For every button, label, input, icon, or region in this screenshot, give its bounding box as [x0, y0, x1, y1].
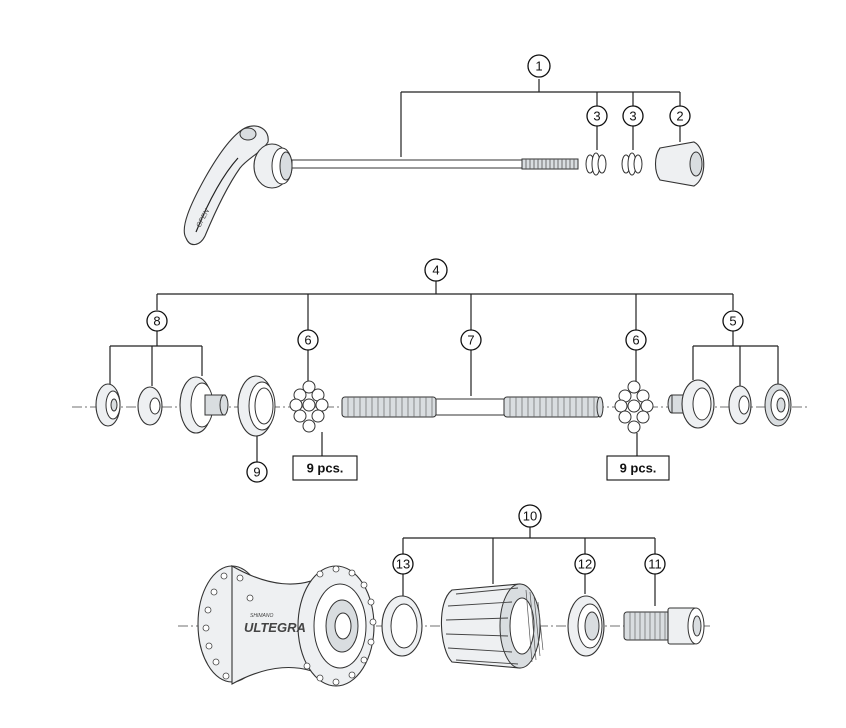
- brand-large-text: ULTEGRA: [244, 620, 306, 635]
- left-dust-seal: [237, 375, 276, 437]
- left-cone: [179, 376, 229, 434]
- callout-13: 13: [392, 553, 414, 575]
- callout-7: 7: [460, 329, 482, 351]
- svg-text:13: 13: [396, 557, 410, 572]
- freehub-spacer: [381, 595, 423, 657]
- callout-3-left: 3: [586, 105, 608, 127]
- svg-text:1: 1: [535, 59, 542, 74]
- callout-11: 11: [644, 553, 666, 575]
- svg-text:2: 2: [676, 109, 683, 124]
- left-locknut: [95, 383, 121, 427]
- axle-threads: [347, 397, 595, 417]
- svg-text:8: 8: [153, 314, 160, 329]
- left-ball-bearings: [289, 380, 329, 433]
- bracket-5: [692, 331, 779, 386]
- hub-shell: SHIMANO ULTEGRA: [197, 565, 377, 687]
- callout-5: 5: [722, 310, 744, 332]
- right-ball-bearings: [614, 380, 654, 434]
- svg-text:5: 5: [729, 314, 736, 329]
- callout-8: 8: [146, 310, 168, 332]
- callout-4: 4: [424, 258, 448, 282]
- callout-10: 10: [518, 504, 542, 528]
- spring-right: [621, 152, 643, 176]
- axle-assembly-group: 9 pcs.: [72, 258, 810, 483]
- freehub-splines: [445, 587, 519, 665]
- svg-text:11: 11: [648, 557, 662, 572]
- right-cone: [667, 379, 715, 429]
- callout-2: 2: [669, 105, 691, 127]
- bracket-4: [156, 281, 734, 396]
- quick-release-lever: OPEN: [183, 125, 293, 246]
- svg-text:3: 3: [629, 109, 636, 124]
- freehub-body: [440, 583, 544, 669]
- callout-12: 12: [574, 553, 596, 575]
- svg-text:3: 3: [593, 109, 600, 124]
- svg-text:10: 10: [523, 509, 537, 524]
- callout-6-left: 6: [297, 329, 319, 351]
- callout-6-right: 6: [625, 329, 647, 351]
- svg-text:9 pcs.: 9 pcs.: [620, 461, 657, 476]
- bracket-10: [402, 527, 656, 606]
- hub-body-group: SHIMANO ULTEGRA: [178, 504, 712, 687]
- callout-9: 9: [246, 461, 268, 483]
- spring-left: [585, 152, 607, 176]
- freehub-thread: [525, 589, 544, 663]
- freehub-seal-ring: [567, 595, 605, 657]
- brand-small-text: SHIMANO: [250, 613, 273, 619]
- svg-text:6: 6: [304, 333, 311, 348]
- svg-text:7: 7: [467, 333, 474, 348]
- flange-spoke-holes-left: [202, 572, 254, 680]
- right-locknut: [764, 383, 792, 427]
- left-balls-pcs-note: 9 pcs.: [292, 432, 358, 481]
- freehub-fixing-bolt: [623, 607, 705, 645]
- right-washer: [728, 385, 752, 425]
- svg-text:4: 4: [432, 263, 439, 278]
- bracket-8: [109, 331, 203, 386]
- hub-axle: [341, 396, 604, 418]
- quick-release-group: OPEN: [183, 54, 705, 246]
- skewer-thread: [525, 159, 575, 169]
- svg-text:9 pcs.: 9 pcs.: [307, 461, 344, 476]
- left-washer: [137, 386, 163, 426]
- svg-text:12: 12: [578, 557, 592, 572]
- skewer-rod: [291, 158, 579, 170]
- svg-text:9: 9: [253, 465, 260, 480]
- adjusting-nut: [654, 141, 705, 187]
- callout-1: 1: [527, 54, 551, 78]
- svg-text:6: 6: [632, 333, 639, 348]
- right-balls-pcs-note: 9 pcs.: [606, 433, 670, 481]
- flange-spoke-holes-right: [303, 565, 377, 686]
- bracket-1: [400, 79, 681, 157]
- callout-3-right: 3: [622, 105, 644, 127]
